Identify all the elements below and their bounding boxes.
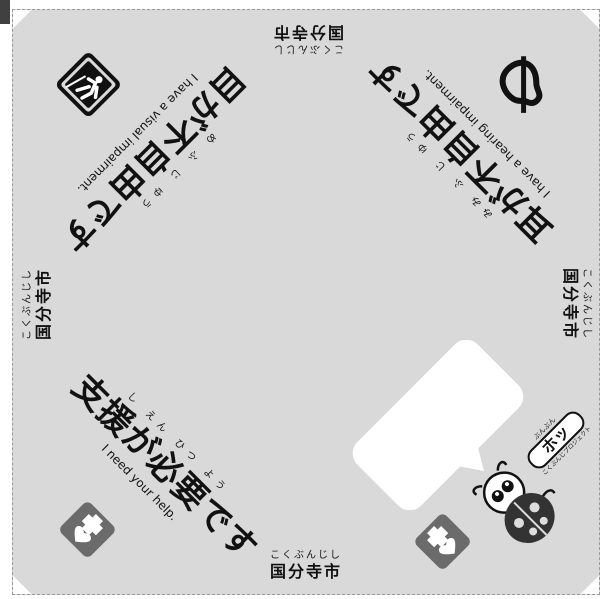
city-ruby: こくぶんじし (270, 550, 342, 561)
help-mark-icon (410, 509, 478, 577)
corner-tr (580, 10, 599, 29)
city-name: 国分寺市 (269, 562, 342, 581)
corner-bl (13, 575, 32, 594)
city-name: 国分寺市 (34, 268, 53, 341)
city-name: 国分寺市 (561, 267, 580, 340)
hearing-impairment-icon (487, 48, 563, 124)
top-margin (10, 0, 604, 9)
city-ruby: こくぶんじし (581, 268, 592, 340)
city-label-top: こくぶんじし 国分寺市 (253, 22, 363, 54)
city-label-left: こくぶんじし 国分寺市 (22, 249, 54, 359)
speech-bubble (343, 339, 533, 514)
city-ruby: こくぶんじし (22, 268, 33, 340)
visual-impairment-icon (49, 48, 125, 124)
city-label-bottom: こくぶんじし 国分寺市 (251, 550, 361, 582)
corner-tl (13, 10, 32, 29)
scan-edge-mark (0, 0, 10, 24)
ladybug-mascot-icon (450, 437, 589, 576)
city-ruby: こくぶんじし (272, 43, 344, 54)
help-mark-icon (52, 497, 120, 565)
city-label-right: こくぶんじし 国分寺市 (560, 249, 592, 359)
help-bandana: こくぶんじし 国分寺市 こくぶんじし 国分寺市 こくぶんじし 国分寺市 こくぶん… (12, 9, 600, 595)
corner-br (580, 575, 599, 594)
city-name: 国分寺市 (272, 23, 345, 42)
